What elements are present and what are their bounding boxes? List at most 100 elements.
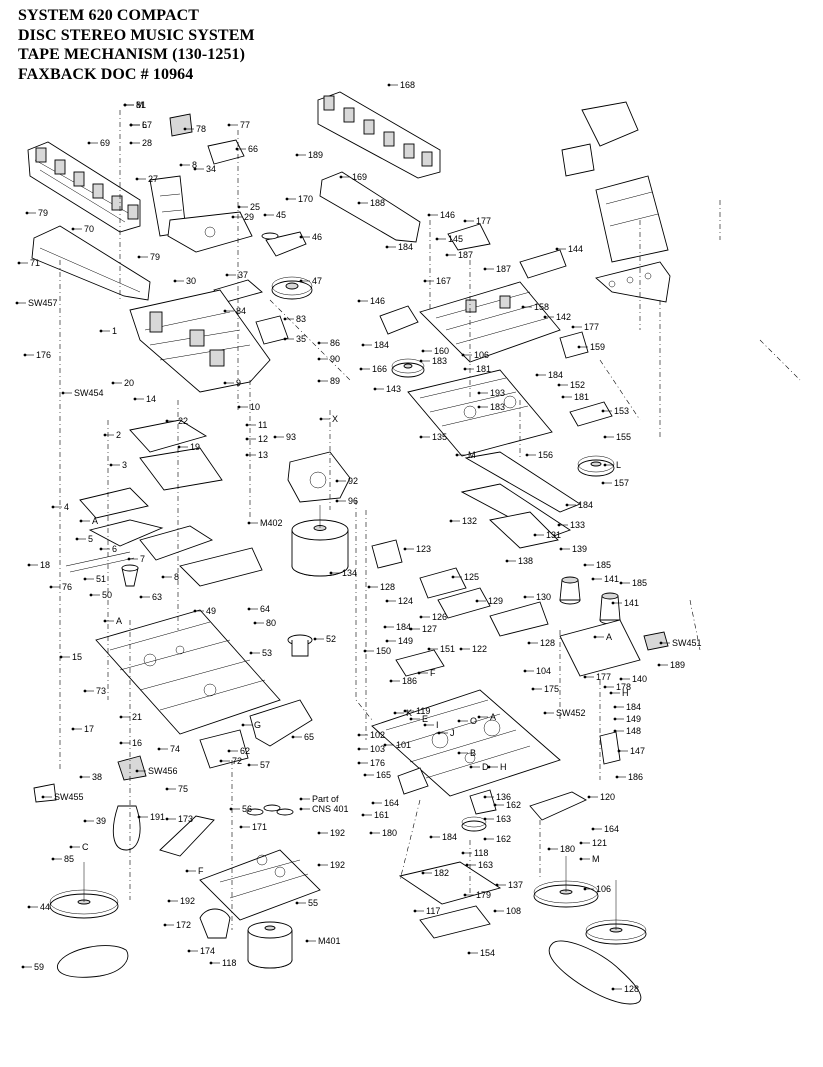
leader-dot — [579, 841, 583, 845]
leader-dot — [463, 219, 467, 223]
leader-dot — [477, 715, 481, 719]
callout-label: 85 — [64, 854, 74, 864]
alignment-lines — [59, 110, 801, 930]
callout-label: F — [198, 866, 204, 876]
plate-140 — [559, 619, 641, 677]
header-line-4: FAXBACK DOC # 10964 — [18, 65, 194, 83]
bracket-71 — [31, 225, 151, 301]
callout-label: 25 — [250, 202, 260, 212]
lever-132 — [464, 451, 581, 513]
leader-dot — [403, 709, 407, 713]
leader-dot — [427, 647, 431, 651]
callout-label: 192 — [330, 860, 345, 870]
callout-label: SW454 — [74, 388, 104, 398]
callout-label: 65 — [304, 732, 314, 742]
leader-dot — [119, 741, 123, 745]
callout-label: 142 — [556, 312, 571, 322]
callout-label: 44 — [40, 902, 50, 912]
leader-dot — [615, 775, 619, 779]
callout-label: 119 — [416, 706, 430, 716]
callout-label: 161 — [374, 810, 389, 820]
callout-label: 170 — [298, 194, 313, 204]
leader-dot — [99, 547, 103, 551]
callout-label: 145 — [448, 234, 463, 244]
callout-label: 102 — [370, 730, 385, 740]
leader-dot — [167, 899, 171, 903]
part-147 — [599, 731, 621, 765]
leader-dot — [245, 453, 249, 457]
plate-110 — [595, 261, 671, 303]
document-header: SYSTEM 620 COMPACT DISC STEREO MUSIC SYS… — [18, 6, 255, 84]
callout-label: 20 — [124, 378, 134, 388]
belt-59 — [56, 945, 129, 978]
part-166 — [559, 331, 589, 359]
callout-label: 46 — [312, 232, 322, 242]
callout-label: C — [82, 842, 89, 852]
leader-dot — [51, 505, 55, 509]
leader-dot — [603, 685, 607, 689]
leader-dot — [445, 253, 449, 257]
leader-dot — [299, 279, 303, 283]
leader-dot — [137, 255, 141, 259]
arm-144 — [519, 249, 567, 279]
callout-label: H — [500, 762, 507, 772]
leader-dot — [229, 807, 233, 811]
callout-label: M — [468, 450, 476, 460]
leader-dot — [483, 837, 487, 841]
leader-dot — [477, 391, 481, 395]
leader-dot — [285, 197, 289, 201]
callout-label: M — [136, 100, 144, 110]
leader-dot — [139, 595, 143, 599]
switch-SW455 — [33, 783, 57, 803]
callout-label: 168 — [400, 80, 415, 90]
leader-dot — [49, 585, 53, 589]
leader-dot — [389, 679, 393, 683]
leader-dot — [225, 273, 229, 277]
callout-label: 125 — [464, 572, 479, 582]
leader-dot — [299, 235, 303, 239]
callout-label: O — [470, 716, 477, 726]
leader-dot — [469, 765, 473, 769]
leader-dot — [493, 803, 497, 807]
callout-label: 151 — [440, 644, 455, 654]
leader-dot — [253, 621, 257, 625]
leader-dot — [565, 503, 569, 507]
leader-dot — [613, 705, 617, 709]
leader-dot — [393, 711, 397, 715]
leader-dot — [475, 599, 479, 603]
leader-dot — [373, 387, 377, 391]
leader-dot — [27, 563, 31, 567]
callout-label: A — [490, 712, 496, 722]
lever-161 — [469, 789, 497, 815]
callout-label: 122 — [472, 644, 487, 654]
leader-dot — [659, 641, 663, 645]
callout-label: 89 — [330, 376, 340, 386]
callout-label: 6 — [112, 544, 117, 554]
leader-dot — [555, 247, 559, 251]
leader-dot — [295, 153, 299, 157]
leader-dot — [467, 951, 471, 955]
callout-label: 38 — [92, 772, 102, 782]
main-plate-15 — [95, 609, 281, 735]
leader-dot — [359, 367, 363, 371]
leader-dot — [525, 453, 529, 457]
leader-dot — [593, 635, 597, 639]
leader-dot — [173, 279, 177, 283]
leader-dot — [305, 939, 309, 943]
callout-label: 135 — [432, 432, 447, 442]
leader-dot — [403, 547, 407, 551]
callout-label: 183 — [432, 356, 447, 366]
callout-label: 13 — [258, 450, 268, 460]
callout-label: 180 — [382, 828, 397, 838]
callout-label: 180 — [560, 844, 575, 854]
lever-150 — [395, 649, 445, 677]
leader-dot — [421, 871, 425, 875]
leader-dot — [227, 123, 231, 127]
leader-dot — [165, 787, 169, 791]
switch-SW451 — [643, 631, 669, 651]
leader-dot — [619, 581, 623, 585]
callout-label: 16 — [132, 738, 142, 748]
callout-label: 176 — [370, 758, 385, 768]
leader-dot — [357, 201, 361, 205]
leader-dot — [335, 479, 339, 483]
